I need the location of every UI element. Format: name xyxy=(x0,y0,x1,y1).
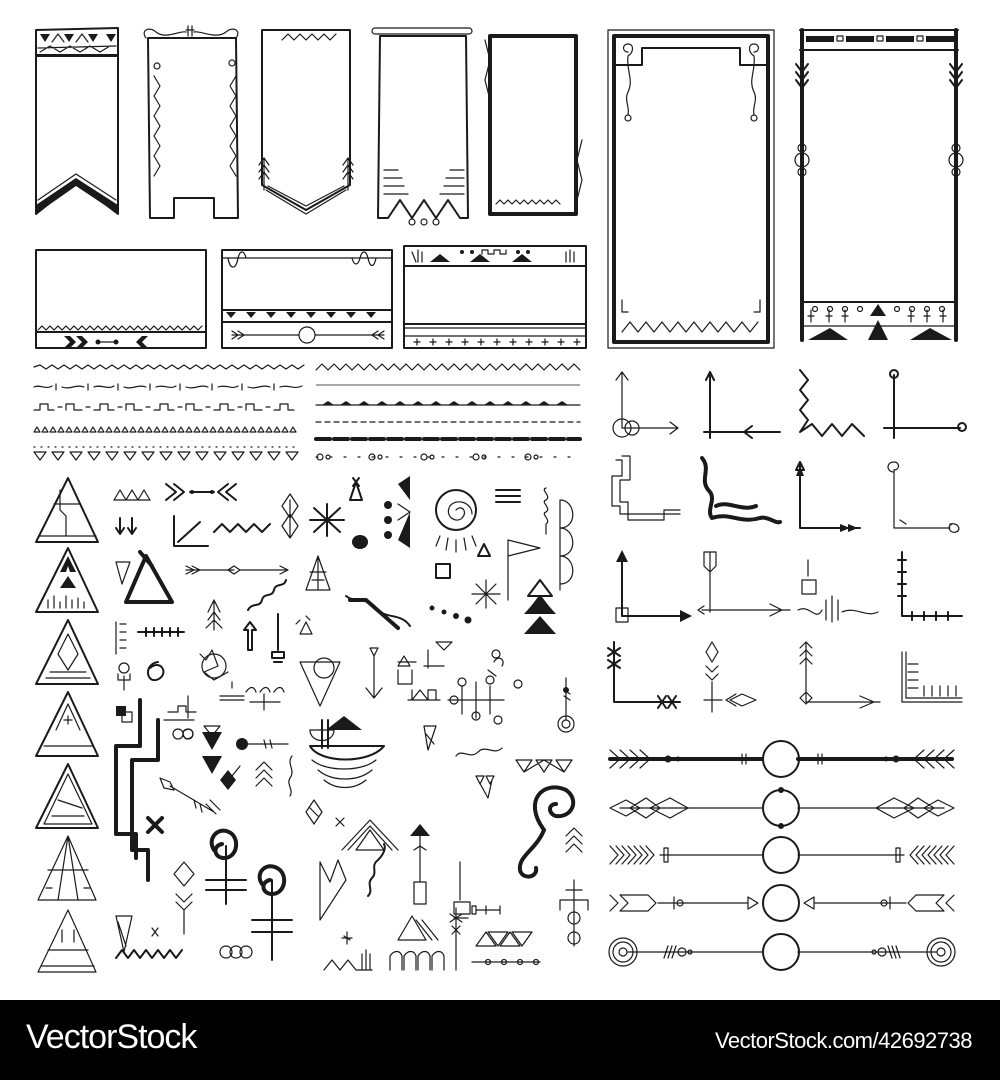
corner-elements xyxy=(607,369,967,713)
horizontal-frame-1 xyxy=(35,249,207,349)
stock-id-link: VectorStock.com/42692738 xyxy=(714,1028,973,1053)
tall-frame-1 xyxy=(607,29,775,349)
horizontal-frame-2 xyxy=(221,249,393,349)
banner-2 xyxy=(143,25,239,219)
watermark-footer: VectorStock VectorStock.com/42692738 xyxy=(0,1000,1000,1080)
tribal-symbols xyxy=(113,476,589,971)
horizontal-frame-3 xyxy=(403,245,587,349)
artwork-canvas xyxy=(33,25,967,973)
doodle-artwork xyxy=(33,25,967,973)
line-borders-right xyxy=(314,363,582,461)
tall-frame-2 xyxy=(794,28,964,342)
banner-4 xyxy=(371,27,473,226)
banner-5 xyxy=(484,34,583,216)
arrow-dividers xyxy=(608,740,956,971)
brand-logo-text: VectorStock xyxy=(26,1018,197,1056)
banner-3 xyxy=(258,29,354,215)
line-borders-left xyxy=(33,364,305,461)
banner-1 xyxy=(35,27,119,215)
teepee-triangles xyxy=(35,477,99,973)
